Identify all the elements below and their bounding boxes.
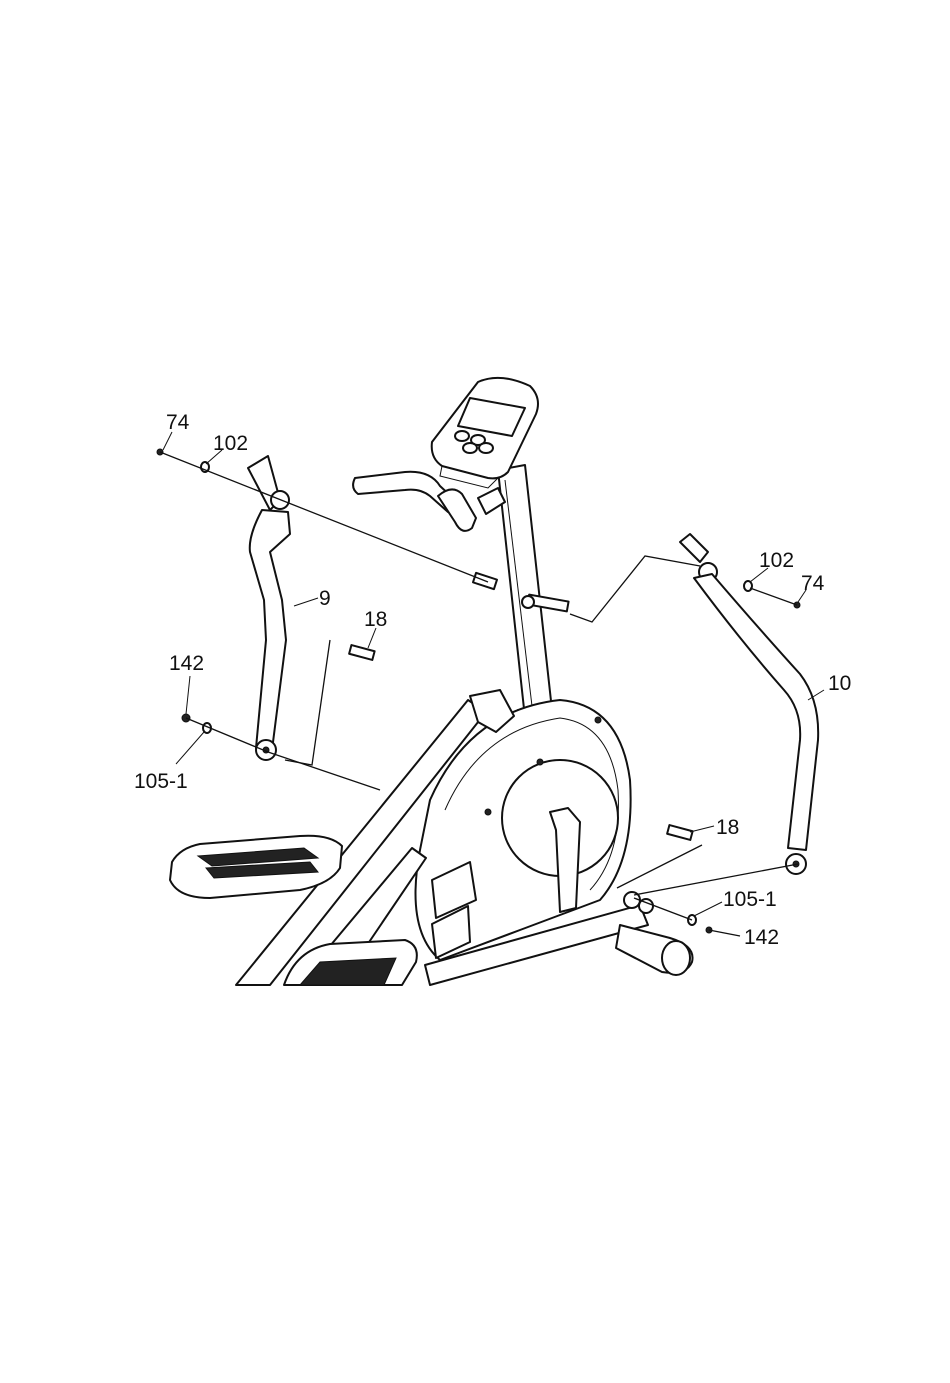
label-142-left: 142: [169, 652, 204, 675]
pivot-axle-right: [522, 595, 569, 612]
label-105-1-right: 105-1: [723, 888, 777, 911]
figure-crop-bottom: [0, 986, 950, 1383]
console-handlebar: [353, 472, 505, 531]
pin-18-left: [349, 645, 375, 660]
label-10: 10: [828, 672, 851, 695]
label-74-right: 74: [801, 572, 825, 595]
label-102-right: 102: [759, 549, 794, 572]
washer-102-right: [744, 581, 752, 591]
label-105-1-left: 105-1: [134, 770, 188, 793]
right-foot-pedal: [284, 940, 417, 985]
label-9: 9: [319, 587, 331, 610]
label-142-right: 142: [744, 926, 779, 949]
label-18-right: 18: [716, 816, 739, 839]
label-102-left: 102: [213, 432, 248, 455]
pin-18-right: [667, 825, 693, 840]
label-74-left: 74: [166, 411, 190, 434]
label-18-left: 18: [364, 608, 387, 631]
